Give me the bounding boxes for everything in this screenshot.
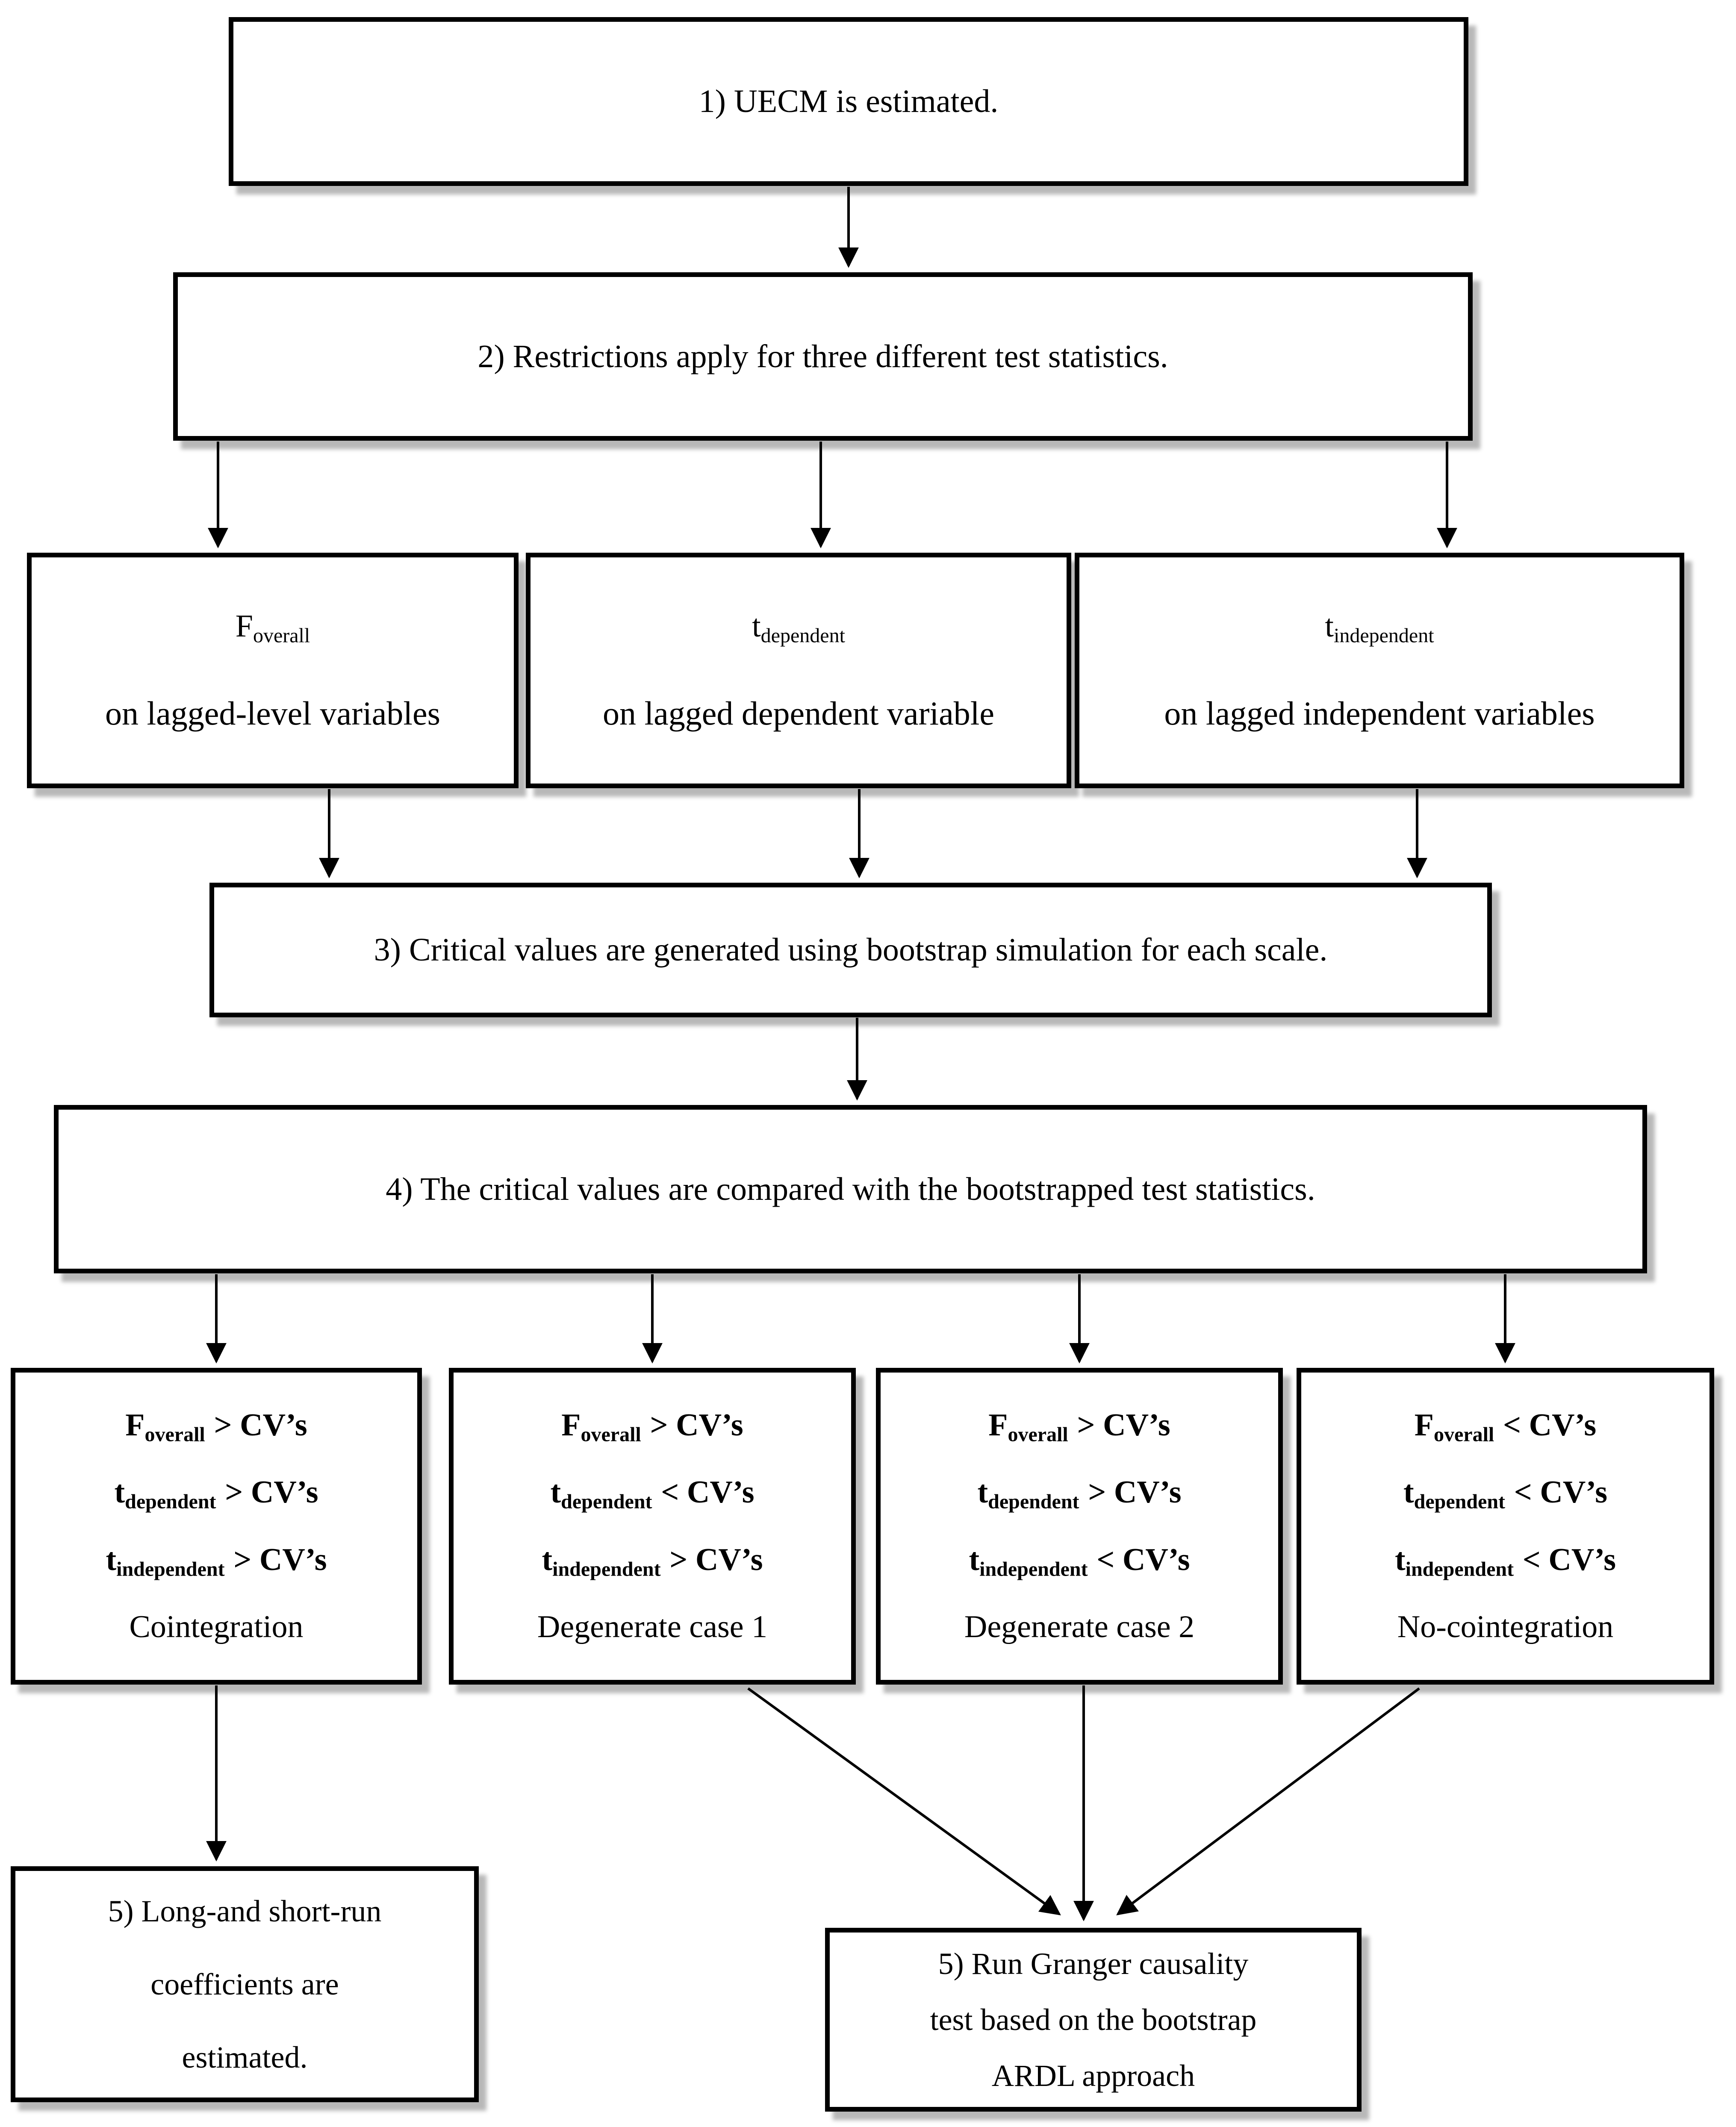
outcome-text-line: test based on the bootstrap [930, 2002, 1257, 2037]
statistic-description: on lagged independent variables [1164, 695, 1595, 732]
condition-line: tdependent> CV’s [114, 1475, 318, 1513]
condition-line: Foverall> CV’s [561, 1407, 743, 1446]
outcome-coefficients-box: 5) Long-and short-run coefficients are e… [11, 1866, 479, 2102]
condition-line: tindependent> CV’s [542, 1542, 763, 1581]
step3-text: 3) Critical values are generated using b… [374, 932, 1328, 968]
outcome-text-line: 5) Run Granger causality [938, 1946, 1249, 1981]
outcome-granger-box: 5) Run Granger causality test based on t… [825, 1928, 1362, 2112]
condition-line: tdependent< CV’s [550, 1475, 755, 1513]
outcome-text-line: ARDL approach [991, 2058, 1195, 2093]
statistic-t-dependent-box: tdependent on lagged dependent variable [526, 553, 1071, 788]
case-no-cointegration-box: Foverall< CV’s tdependent< CV’s tindepen… [1297, 1368, 1714, 1685]
step3-box: 3) Critical values are generated using b… [209, 883, 1492, 1017]
outcome-text-line: 5) Long-and short-run [108, 1894, 382, 1928]
arrow-degenerate1-granger [747, 1687, 1061, 1915]
statistic-description: on lagged dependent variable [602, 695, 995, 732]
case-degenerate2-box: Foverall> CV’s tdependent> CV’s tindepen… [876, 1368, 1283, 1685]
condition-line: tindependent< CV’s [969, 1542, 1190, 1581]
case-label: Cointegration [129, 1609, 304, 1645]
condition-line: tindependent< CV’s [1394, 1542, 1616, 1581]
case-label: Degenerate case 1 [537, 1609, 768, 1645]
statistic-symbol: tdependent [752, 608, 845, 647]
step1-box: 1) UECM is estimated. [229, 17, 1468, 186]
condition-line: tdependent< CV’s [1403, 1475, 1607, 1513]
condition-line: tindependent> CV’s [106, 1542, 327, 1581]
statistic-description: on lagged-level variables [105, 695, 440, 732]
outcome-text-line: coefficients are [150, 1967, 339, 2001]
case-label: No-cointegration [1397, 1609, 1614, 1645]
condition-line: tdependent> CV’s [977, 1475, 1182, 1513]
outcome-text-line: estimated. [182, 2040, 308, 2074]
arrow-nocointegration-granger [1116, 1687, 1420, 1915]
case-cointegration-box: Foverall> CV’s tdependent> CV’s tindepen… [11, 1368, 422, 1685]
step4-text: 4) The critical values are compared with… [386, 1171, 1315, 1207]
statistic-symbol: tindependent [1325, 608, 1434, 647]
statistic-f-overall-box: Foverall on lagged-level variables [27, 553, 519, 788]
condition-line: Foverall> CV’s [125, 1407, 307, 1446]
step2-text: 2) Restrictions apply for three differen… [477, 338, 1168, 374]
statistic-t-independent-box: tindependent on lagged independent varia… [1075, 553, 1684, 788]
statistic-symbol: Foverall [235, 608, 310, 647]
condition-line: Foverall> CV’s [988, 1407, 1170, 1446]
step2-box: 2) Restrictions apply for three differen… [173, 272, 1473, 441]
step1-text: 1) UECM is estimated. [699, 83, 999, 119]
case-label: Degenerate case 2 [964, 1609, 1195, 1645]
case-degenerate1-box: Foverall> CV’s tdependent< CV’s tindepen… [449, 1368, 856, 1685]
step4-box: 4) The critical values are compared with… [54, 1105, 1647, 1273]
condition-line: Foverall< CV’s [1414, 1407, 1597, 1446]
